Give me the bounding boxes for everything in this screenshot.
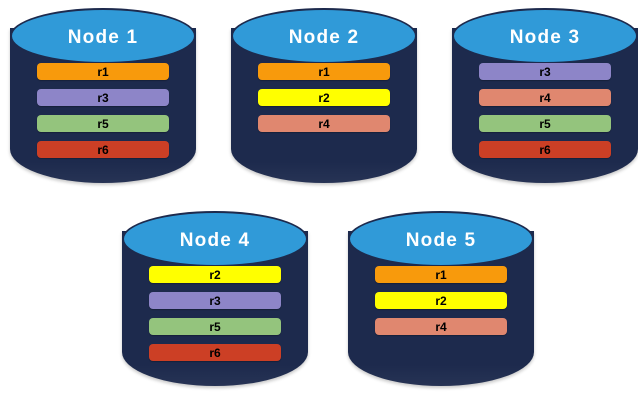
replica-bar[interactable]: r1 [37,63,169,80]
replica-label: r2 [209,267,221,282]
database-node-cylinder[interactable]: Node 5 r1 r2 r4 [348,211,534,396]
database-node-cylinder[interactable]: Node 1 r1 r3 r5 r6 [10,8,196,193]
replica-label: r5 [97,116,109,131]
cylinder-bottom-shading [231,147,417,183]
replica-bar[interactable]: r3 [479,63,611,80]
replica-label: r3 [209,293,221,308]
replica-list: r3 r4 r5 r6 [452,63,638,158]
replica-label: r6 [209,345,221,360]
replica-label: r1 [97,64,109,79]
node-title: Node 1 [67,26,139,48]
replica-label: r3 [97,90,109,105]
cylinder-top-ellipse: Node 4 [122,211,308,267]
replica-bar[interactable]: r4 [375,318,507,335]
cylinder-top-ellipse: Node 1 [10,8,196,64]
replica-bar[interactable]: r2 [149,266,281,283]
replica-bar[interactable]: r5 [149,318,281,335]
replica-label: r6 [539,142,551,157]
replica-label: r4 [539,90,551,105]
replica-label: r5 [209,319,221,334]
replica-bar[interactable]: r1 [375,266,507,283]
replica-bar[interactable]: r6 [479,141,611,158]
cylinder-top-ellipse: Node 5 [348,211,534,267]
replica-label: r6 [97,142,109,157]
replica-label: r4 [435,319,447,334]
replica-bar[interactable]: r6 [149,344,281,361]
replica-bar[interactable]: r4 [479,89,611,106]
database-node-cylinder[interactable]: Node 2 r1 r2 r4 [231,8,417,193]
replica-list: r1 r3 r5 r6 [10,63,196,158]
replica-list: r2 r3 r5 r6 [122,266,308,361]
cylinder-bottom-shading [348,350,534,386]
replica-bar[interactable]: r2 [258,89,390,106]
replica-bar[interactable]: r5 [479,115,611,132]
replica-bar[interactable]: r3 [37,89,169,106]
replica-bar[interactable]: r4 [258,115,390,132]
replica-bar[interactable]: r5 [37,115,169,132]
node-title: Node 3 [509,26,581,48]
database-node-cylinder[interactable]: Node 3 r3 r4 r5 r6 [452,8,638,193]
cylinder-top-ellipse: Node 2 [231,8,417,64]
replica-label: r2 [318,90,330,105]
node-title: Node 5 [405,229,477,251]
replica-label: r1 [435,267,447,282]
replica-list: r1 r2 r4 [231,63,417,132]
node-title: Node 4 [179,229,251,251]
database-node-cylinder[interactable]: Node 4 r2 r3 r5 r6 [122,211,308,396]
replica-list: r1 r2 r4 [348,266,534,335]
replica-bar[interactable]: r2 [375,292,507,309]
replica-label: r1 [318,64,330,79]
replica-bar[interactable]: r3 [149,292,281,309]
replica-label: r5 [539,116,551,131]
replica-label: r4 [318,116,330,131]
cylinder-top-ellipse: Node 3 [452,8,638,64]
replica-label: r3 [539,64,551,79]
replica-bar[interactable]: r1 [258,63,390,80]
replica-bar[interactable]: r6 [37,141,169,158]
replica-label: r2 [435,293,447,308]
node-title: Node 2 [288,26,360,48]
